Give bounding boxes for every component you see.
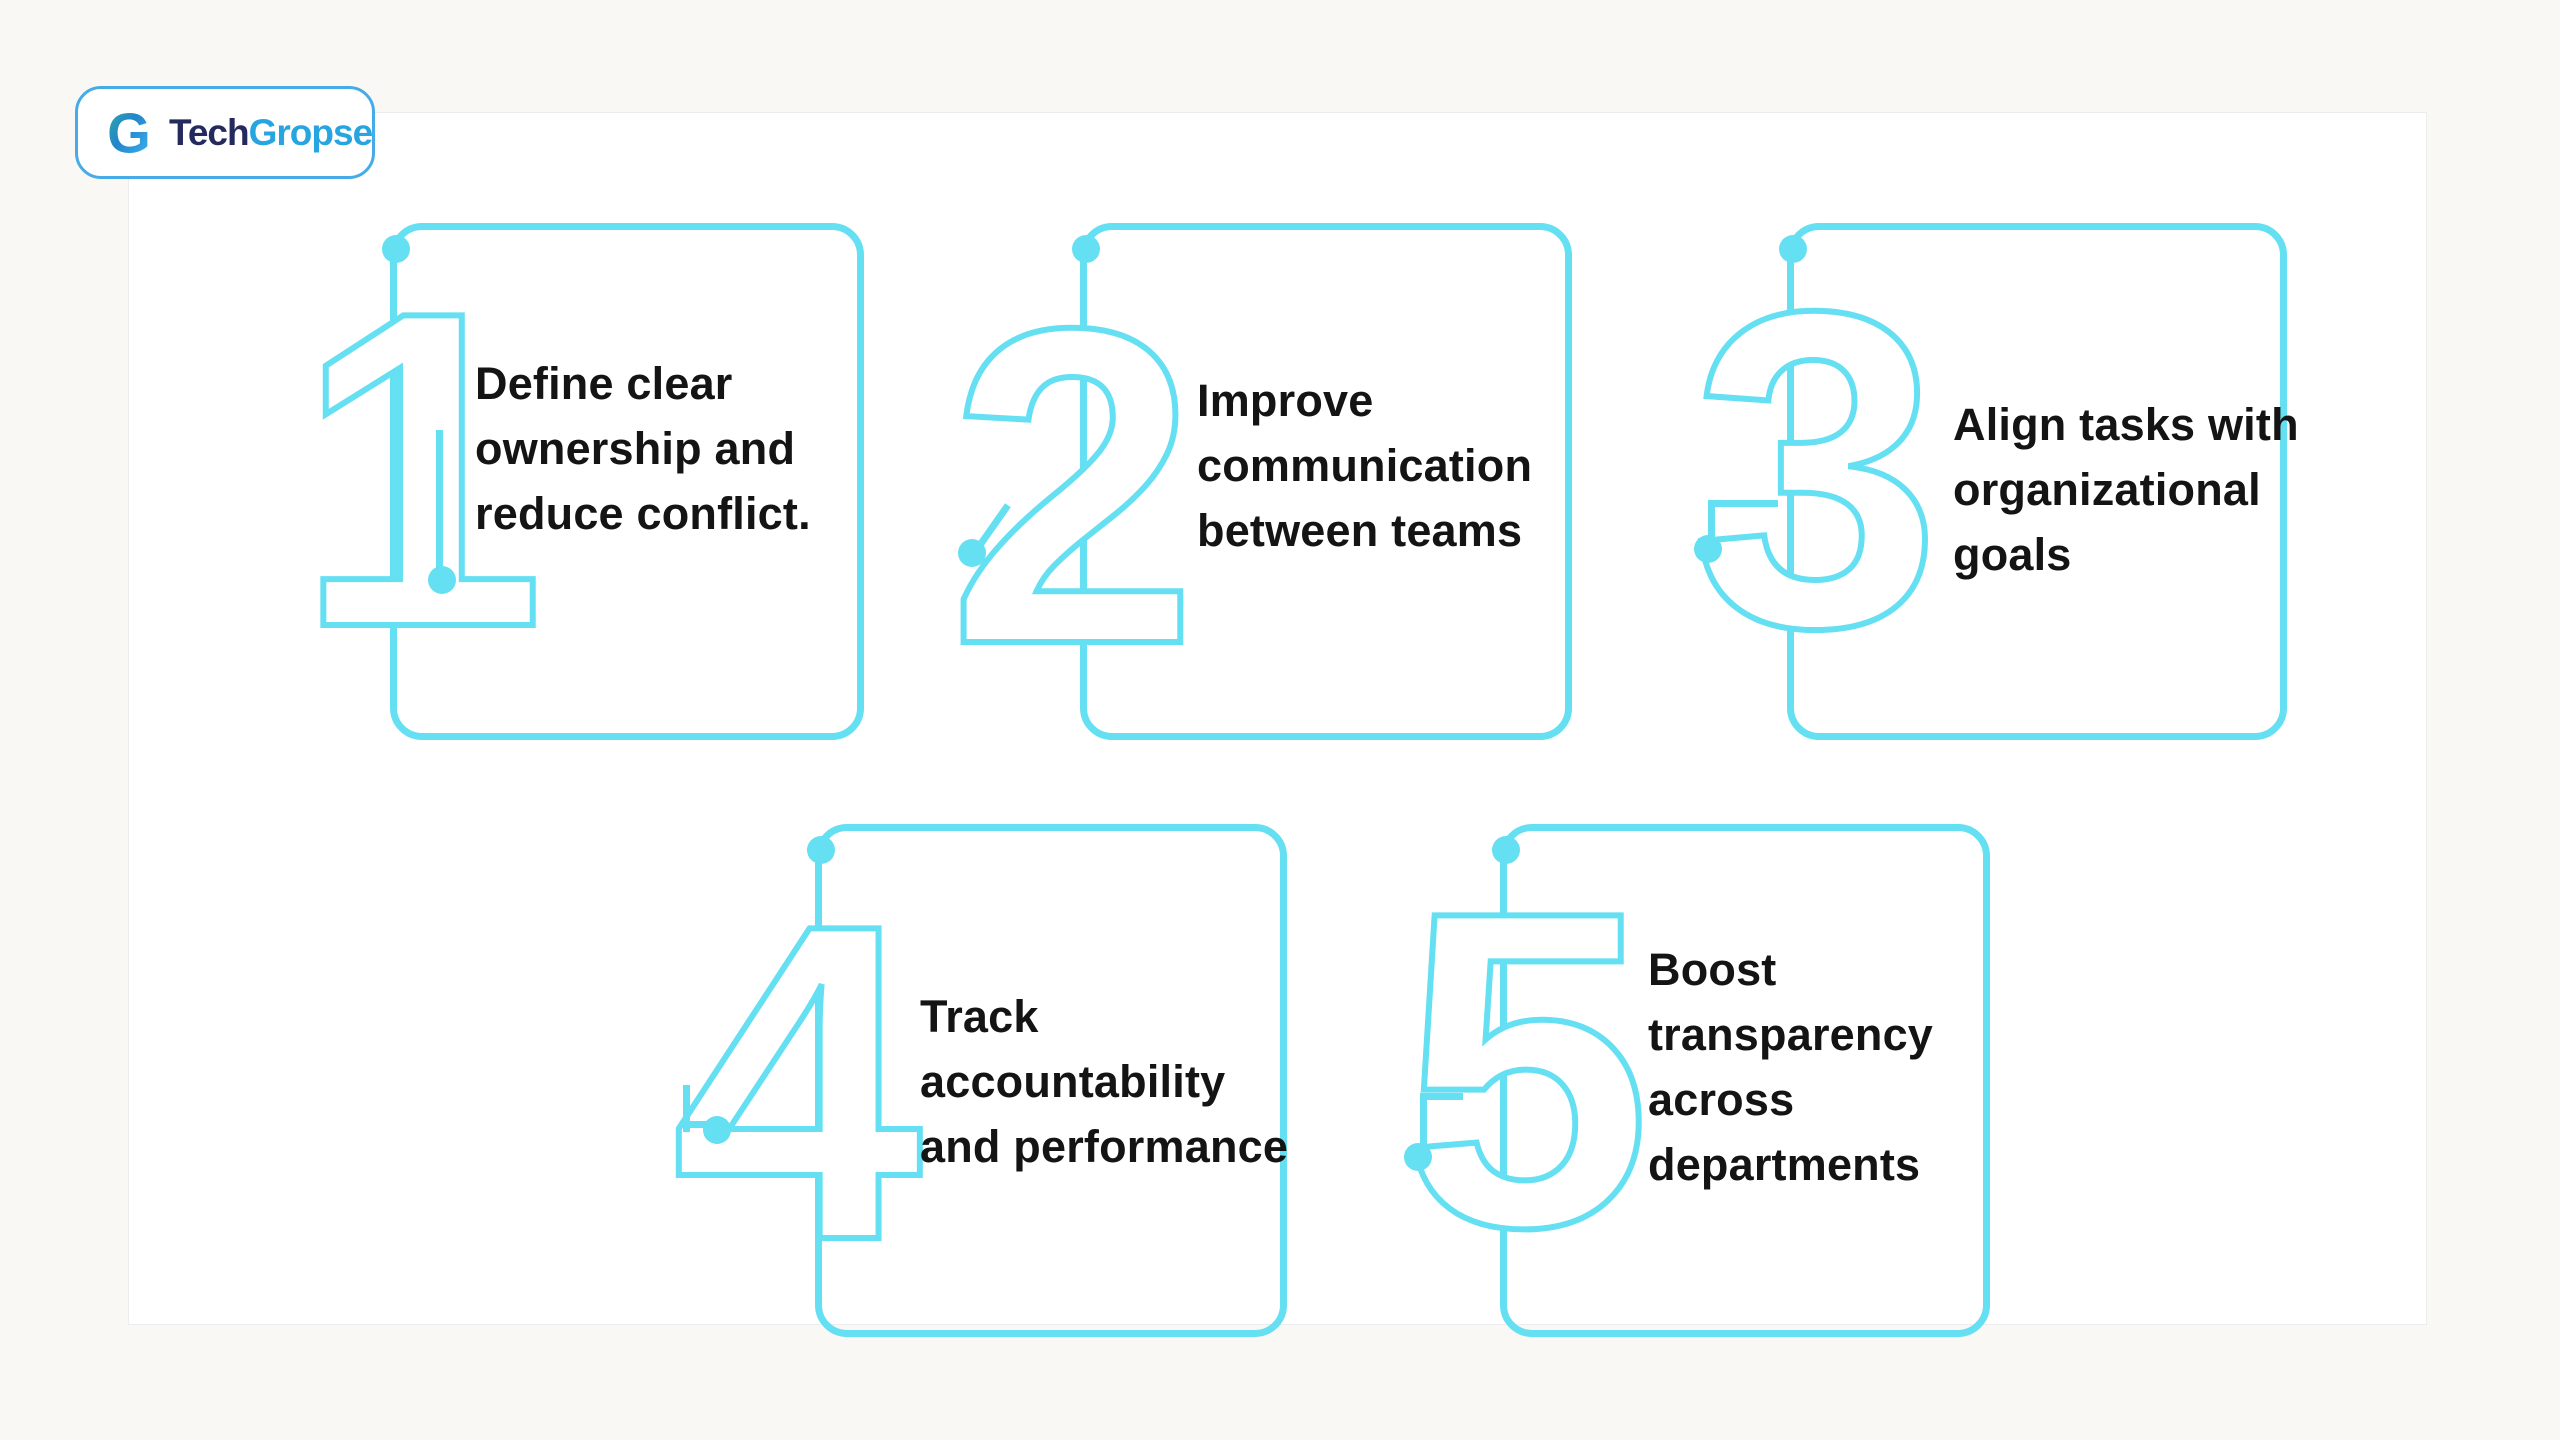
connector-line [1708,500,1778,507]
card-frame [1080,223,1572,740]
connector-dot-icon [1404,1143,1432,1171]
step-text-line: Define clear [475,358,733,409]
step-number: 3 [1688,219,1944,721]
step-number: 2 [945,236,1201,738]
benefit-card-5: 5 Boost transparency across departments [1398,824,1990,1337]
corner-dot-icon [807,836,835,864]
card-frame [1787,223,2287,740]
connector-line [1708,500,1715,549]
corner-dot-icon [1492,836,1520,864]
step-text-line: organizational [1953,464,2261,515]
brand-part-gropse: Gropse [248,111,374,153]
techgropse-logo: G TechGropse [75,86,375,179]
step-text: Improve communication between teams [1197,368,1532,563]
benefit-card-4: 4 Track accountability and performance [669,824,1288,1337]
step-number: 1 [292,219,548,721]
connector-dot-icon [428,566,456,594]
step-text-line: Track [920,991,1039,1042]
corner-dot-icon [382,235,410,263]
step-text-line: and performance [920,1121,1289,1172]
step-text-line: accountability [920,1056,1226,1107]
step-text-line: departments [1648,1139,1921,1190]
connector-line [436,430,443,576]
brand-part-tech: Tech [169,111,250,153]
step-text-line: Improve [1197,375,1374,426]
step-text: Define clear ownership and reduce confli… [475,351,811,546]
content-panel [128,112,2427,1325]
step-text-line: reduce conflict. [475,488,811,539]
connector-dot-icon [703,1116,731,1144]
connector-line [683,1085,690,1132]
connector-line [1420,1093,1463,1100]
svg-text:G: G [107,102,151,164]
corner-dot-icon [1779,235,1807,263]
step-text: Boost transparency across departments [1648,937,1933,1197]
connector-line [1420,1093,1427,1155]
step-text-line: transparency [1648,1009,1934,1060]
step-text-line: goals [1953,529,2072,580]
corner-dot-icon [1072,235,1100,263]
card-frame [390,223,864,740]
step-text-line: across [1648,1074,1795,1125]
benefit-card-3: 3 Align tasks with organizational goals [1688,223,2299,740]
card-frame [1500,824,1990,1337]
step-text-line: Boost [1648,944,1777,995]
step-text: Track accountability and performance [920,984,1288,1179]
card-frame [815,824,1287,1337]
benefit-card-1: 1 Define clear ownership and reduce conf… [292,223,864,740]
step-text-line: between teams [1197,505,1523,556]
connector-dot-icon [958,539,986,567]
step-number: 5 [1398,819,1654,1321]
step-text-line: communication [1197,440,1533,491]
step-text-line: Align tasks with [1953,399,2299,450]
benefit-card-2: 2 Improve communication between teams [945,223,1572,740]
step-text-line: ownership and [475,423,796,474]
brand-wordmark: TechGropse [169,111,374,154]
step-text: Align tasks with organizational goals [1953,392,2299,587]
step-number: 4 [669,832,925,1334]
brand-g-icon: G [107,102,151,164]
connector-dot-icon [1694,535,1722,563]
